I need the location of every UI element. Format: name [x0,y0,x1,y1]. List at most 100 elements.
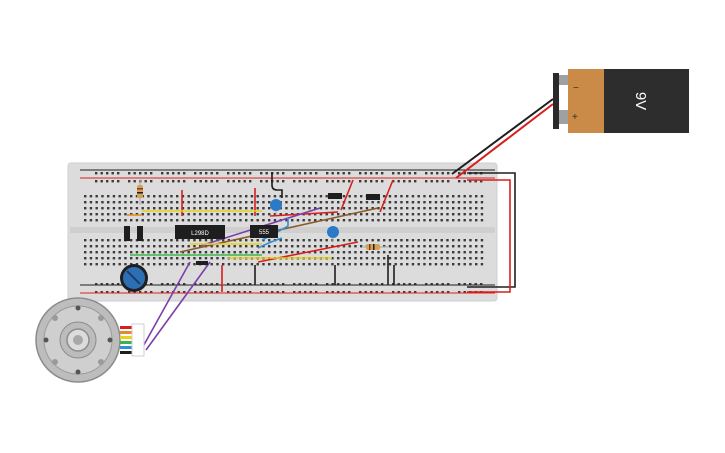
breadboard-hole[interactable] [348,283,351,286]
breadboard-hole[interactable] [141,245,144,248]
breadboard-hole[interactable] [194,291,197,294]
breadboard-hole[interactable] [250,213,254,216]
breadboard-hole[interactable] [95,263,98,266]
breadboard-hole[interactable] [89,219,93,222]
breadboard-hole[interactable] [233,219,236,222]
breadboard-hole[interactable] [187,257,190,260]
breadboard-hole[interactable] [417,195,420,198]
breadboard-hole[interactable] [325,207,328,210]
breadboard-hole[interactable] [176,201,179,204]
breadboard-hole[interactable] [377,257,380,260]
breadboard-hole[interactable] [452,263,455,266]
breadboard-hole[interactable] [429,263,432,266]
breadboard-hole[interactable] [84,257,87,260]
breadboard-hole[interactable] [84,201,87,204]
breadboard-hole[interactable] [89,201,93,204]
breadboard-hole[interactable] [331,213,334,216]
breadboard-hole[interactable] [342,172,345,175]
breadboard-hole[interactable] [458,283,461,286]
breadboard-hole[interactable] [298,283,301,286]
breadboard-hole[interactable] [440,207,443,210]
breadboard-hole[interactable] [348,180,351,183]
resistor-vertical[interactable] [137,180,143,205]
breadboard-hole[interactable] [265,291,268,294]
breadboard-hole[interactable] [348,263,351,266]
breadboard-hole[interactable] [423,213,426,216]
breadboard-hole[interactable] [359,172,362,175]
breadboard-hole[interactable] [348,195,351,198]
breadboard-hole[interactable] [360,207,363,210]
breadboard-hole[interactable] [291,239,294,242]
breadboard-hole[interactable] [106,291,109,294]
breadboard-hole[interactable] [112,195,116,198]
breadboard-hole[interactable] [222,213,225,216]
breadboard-hole[interactable] [158,213,162,216]
breadboard-hole[interactable] [469,195,472,198]
breadboard-hole[interactable] [111,172,114,175]
breadboard-hole[interactable] [260,283,263,286]
breadboard-hole[interactable] [463,172,466,175]
breadboard-hole[interactable] [397,172,400,175]
slide-switch-1[interactable] [328,193,342,199]
breadboard-hole[interactable] [204,239,208,242]
breadboard-hole[interactable] [342,180,345,183]
breadboard-hole[interactable] [370,283,373,286]
breadboard-hole[interactable] [187,219,190,222]
breadboard-hole[interactable] [250,251,254,254]
breadboard-hole[interactable] [84,195,87,198]
breadboard-hole[interactable] [199,207,202,210]
breadboard-hole[interactable] [337,239,340,242]
breadboard-hole[interactable] [342,291,345,294]
breadboard-hole[interactable] [365,213,369,216]
breadboard-hole[interactable] [371,257,374,260]
breadboard-hole[interactable] [360,251,363,254]
breadboard-hole[interactable] [107,219,110,222]
breadboard-hole[interactable] [458,180,461,183]
breadboard-hole[interactable] [147,263,150,266]
breadboard-hole[interactable] [371,207,374,210]
breadboard-hole[interactable] [377,219,380,222]
breadboard-hole[interactable] [141,251,144,254]
breadboard-hole[interactable] [118,213,121,216]
breadboard-hole[interactable] [298,180,301,183]
breadboard-hole[interactable] [117,172,120,175]
breadboard-hole[interactable] [176,213,179,216]
breadboard-hole[interactable] [406,201,409,204]
breadboard-hole[interactable] [475,201,478,204]
breadboard-hole[interactable] [429,257,432,260]
breadboard-hole[interactable] [371,213,374,216]
breadboard-hole[interactable] [204,195,208,198]
breadboard-hole[interactable] [469,201,472,204]
breadboard-hole[interactable] [199,172,202,175]
breadboard-hole[interactable] [475,251,478,254]
breadboard-hole[interactable] [337,201,340,204]
breadboard-hole[interactable] [480,283,483,286]
breadboard-hole[interactable] [256,245,259,248]
breadboard-hole[interactable] [408,291,411,294]
breadboard-hole[interactable] [434,195,438,198]
breadboard-hole[interactable] [446,251,449,254]
breadboard-hole[interactable] [331,263,334,266]
breadboard-hole[interactable] [161,283,164,286]
breadboard-hole[interactable] [158,207,162,210]
breadboard-hole[interactable] [239,239,242,242]
breadboard-hole[interactable] [371,251,374,254]
breadboard-hole[interactable] [227,172,230,175]
breadboard-hole[interactable] [170,257,173,260]
breadboard-hole[interactable] [309,180,312,183]
breadboard-hole[interactable] [100,180,103,183]
breadboard-hole[interactable] [291,263,294,266]
breadboard-hole[interactable] [463,257,466,260]
breadboard-hole[interactable] [232,291,235,294]
breadboard-hole[interactable] [112,201,116,204]
breadboard-hole[interactable] [239,201,242,204]
breadboard-hole[interactable] [172,180,175,183]
breadboard-hole[interactable] [210,213,213,216]
breadboard-hole[interactable] [285,245,288,248]
breadboard-hole[interactable] [469,207,472,210]
breadboard-hole[interactable] [429,213,432,216]
breadboard-hole[interactable] [262,213,265,216]
breadboard-hole[interactable] [359,291,362,294]
breadboard-hole[interactable] [308,207,311,210]
breadboard-hole[interactable] [194,180,197,183]
